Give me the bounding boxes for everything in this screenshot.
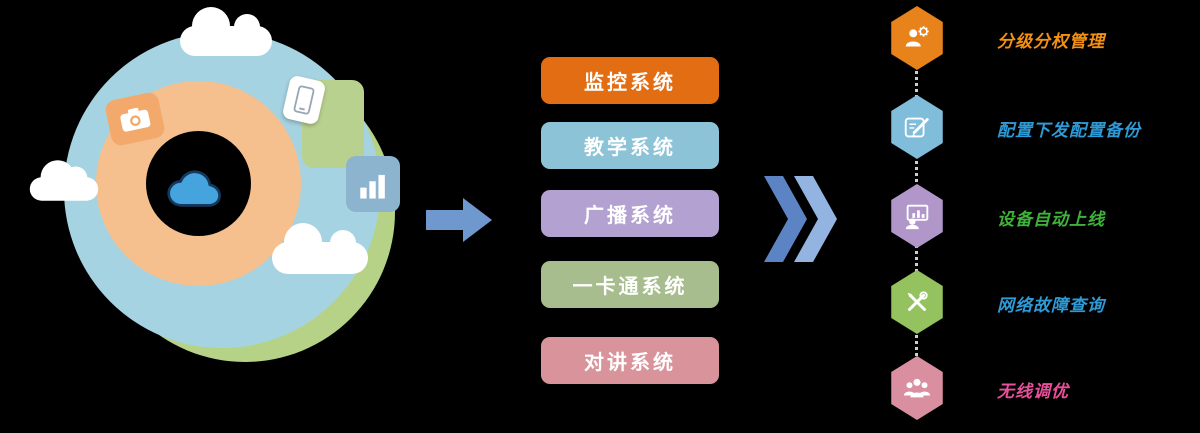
camera-glyph [120,107,151,132]
presenter-chart-icon [905,204,929,230]
bar-chart-icon [346,156,400,212]
feature-label-management: 分级分权管理 [997,32,1105,51]
right-arrow-icon [426,198,492,242]
system-box-broadcast: 广播系统 [541,190,719,237]
bar-chart-glyph [360,174,385,199]
feature-label-fault: 网络故障查询 [997,296,1105,315]
system-label: 教学系统 [584,137,676,159]
cloud-shape-left [29,160,99,201]
feature-hexagon-fault [891,270,943,334]
system-label: 监控系统 [584,72,676,94]
system-box-monitoring: 监控系统 [541,57,719,104]
camera-icon [103,90,167,148]
system-label: 广播系统 [584,205,676,227]
phone-icon [281,74,327,126]
system-box-intercom: 对讲系统 [541,337,719,384]
cloud-icon [167,170,221,207]
system-box-onecard: 一卡通系统 [541,261,719,308]
feature-hexagon-config [891,95,943,159]
feature-hexagon-management [891,6,943,70]
document-pencil-icon [904,117,929,138]
feature-label-auto-online: 设备自动上线 [997,210,1105,229]
double-chevron-icon [764,176,837,262]
cloud-shape-top [180,7,272,56]
phone-glyph [293,85,315,115]
system-label: 对讲系统 [584,352,676,374]
system-label: 一卡通系统 [572,276,688,298]
user-gear-icon [905,26,929,47]
feature-label-wireless: 无线调优 [997,382,1069,401]
cloud-platform-illustration [0,0,420,433]
crossed-tools-icon [907,291,928,311]
cloud-shape-bottom [272,223,368,274]
feature-hexagon-wireless [891,356,943,420]
feature-label-config: 配置下发配置备份 [997,121,1141,140]
system-box-teaching: 教学系统 [541,122,719,169]
feature-hexagon-auto-online [891,184,943,248]
people-group-icon [903,378,931,398]
